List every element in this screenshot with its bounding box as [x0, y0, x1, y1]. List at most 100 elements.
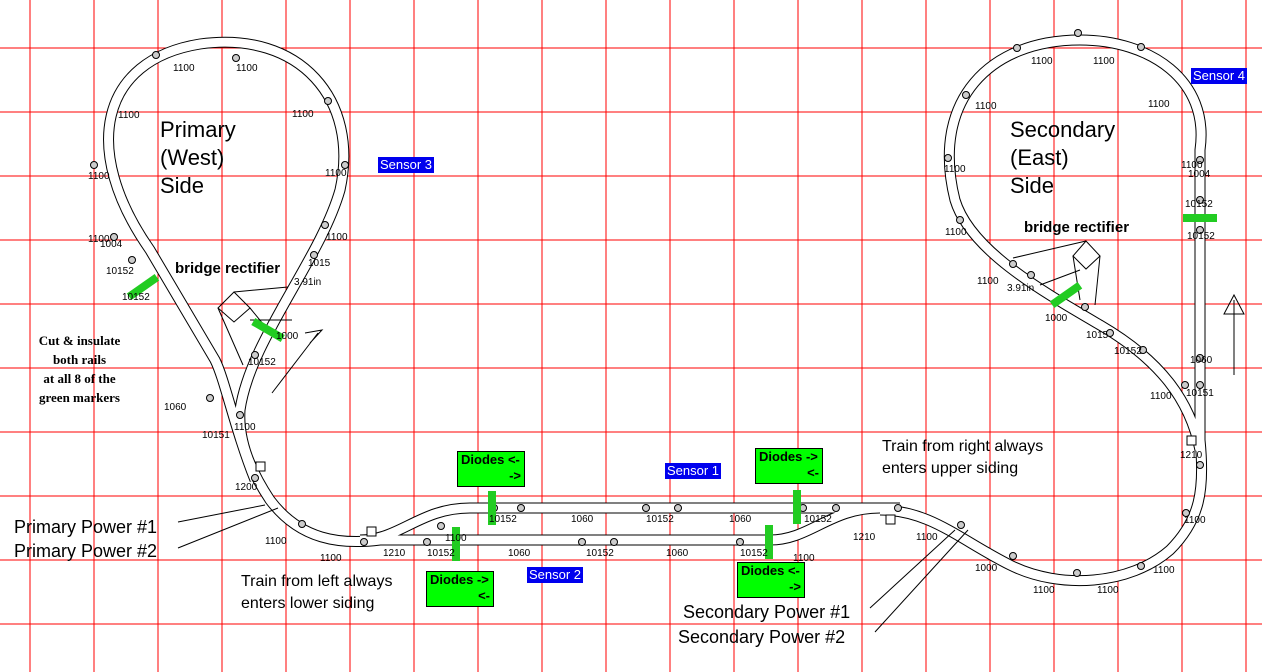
primary-side-title: Primary (West) Side	[160, 116, 236, 200]
track-piece-label: 1004	[1188, 169, 1211, 180]
track-piece-label: 10151	[1186, 388, 1214, 399]
track-piece-label: 1000	[975, 563, 998, 574]
track-joint-dot	[957, 521, 965, 529]
track-joint-dot	[90, 161, 98, 169]
track-piece-label: 1100	[945, 227, 967, 238]
track-piece-label: 3.91in	[1007, 283, 1035, 294]
track-joint-dot	[423, 538, 431, 546]
title-line: Secondary	[1010, 117, 1116, 142]
track-piece-label: 1100	[1093, 56, 1115, 67]
note-line: enters upper siding	[882, 460, 1019, 477]
track-piece-label: 1100	[292, 109, 314, 120]
insulation-marker	[126, 273, 160, 301]
track-piece-label: 1060	[729, 514, 752, 525]
track-piece-label: 1100	[793, 553, 815, 564]
diodes-box: Diodes -><-	[426, 571, 494, 607]
track-piece-label: 1015	[308, 258, 331, 269]
track-piece-label: 10152	[122, 292, 150, 303]
track-joint-dot	[610, 538, 618, 546]
track-piece-label: 10152	[248, 357, 276, 368]
track-joint-dot	[298, 520, 306, 528]
track-joint-dot	[1009, 552, 1017, 560]
track-piece-label: 1060	[164, 402, 187, 413]
track-piece-label: 10152	[106, 266, 134, 277]
track-piece-label: 1100	[326, 232, 348, 243]
track-piece-label: 1000	[276, 331, 299, 342]
track-piece-label: 1100	[320, 553, 342, 564]
track-joint-dot	[360, 538, 368, 546]
track-piece-label: 10151	[202, 430, 230, 441]
bridge-rectifier-east	[1012, 240, 1245, 375]
track-piece-label: 1200	[235, 482, 258, 493]
track-joint-dot	[1196, 156, 1204, 164]
track-piece-label: 1004	[100, 239, 123, 250]
track-piece-label: 10152	[1114, 346, 1142, 357]
track-joints	[90, 29, 1204, 577]
insulation-marker	[1183, 214, 1217, 222]
track-piece-label: 10152	[1187, 231, 1215, 242]
note-line: Train from left always	[241, 573, 393, 590]
diodes-box: Diodes <-->	[737, 562, 805, 598]
secondary-power-1-label: Secondary Power #1	[683, 602, 851, 622]
track-joint-dot	[1196, 196, 1204, 204]
track-piece-label: 1100	[1181, 160, 1203, 171]
diodes-line: Diodes <-	[741, 563, 800, 578]
power-leads	[177, 504, 969, 633]
track-piece-label: 1060	[666, 548, 689, 559]
track-joint-dot	[944, 154, 952, 162]
diodes-line: Diodes ->	[430, 572, 489, 587]
track-joint-dot	[1181, 381, 1189, 389]
track-piece-label: 1100	[88, 234, 110, 245]
track-joint-dot	[674, 504, 682, 512]
track-piece-label: 10152	[489, 514, 517, 525]
track-joint-dot	[1027, 271, 1035, 279]
track-piece-label: 3.91in	[294, 277, 322, 288]
track-piece-label: 1060	[571, 514, 594, 525]
track-piece-label: 1100	[1031, 56, 1053, 67]
title-line: (East)	[1010, 145, 1069, 170]
track-piece-label: 1100	[234, 422, 256, 433]
track-joint-dot	[437, 522, 445, 530]
green-insulation-markers	[126, 214, 1217, 561]
track-piece-label: 1100	[265, 536, 287, 547]
track-joint-dot	[1137, 562, 1145, 570]
primary-power-1-label: Primary Power #1	[14, 517, 158, 537]
diodes-line: Diodes ->	[759, 449, 818, 464]
track-piece-label: 1100	[1033, 585, 1055, 596]
diodes-box: Diodes -><-	[755, 448, 823, 484]
track-piece-label: 1100	[236, 63, 258, 74]
track-piece-label: 10152	[804, 514, 832, 525]
track-piece-label: 1100	[1150, 391, 1172, 402]
sensor-3-label: Sensor 3	[378, 157, 435, 173]
track-joint-dot	[1196, 226, 1204, 234]
track-joint-dot	[1081, 303, 1089, 311]
track-joint-dot	[1182, 509, 1190, 517]
secondary-power-2-label: Secondary Power #2	[678, 627, 846, 647]
track-piece-label: 10152	[740, 548, 768, 559]
track-joint-dot	[236, 411, 244, 419]
bridge-rectifier-label-east: bridge rectifier	[1024, 219, 1130, 236]
track-piece-label: 1210	[1180, 450, 1203, 461]
track-piece-label: 1015	[1086, 330, 1109, 341]
track-joint-dot	[206, 394, 214, 402]
note-line: enters lower siding	[241, 595, 375, 612]
track-piece-label: 1100	[977, 276, 999, 287]
track-piece-label: 1100	[1148, 99, 1170, 110]
track-joint-dot	[832, 504, 840, 512]
primary-power-2-label: Primary Power #2	[14, 541, 158, 561]
track-joint-dot	[962, 91, 970, 99]
insulation-marker	[251, 318, 285, 342]
track-joint-dot	[321, 221, 329, 229]
track-joint-dot	[578, 538, 586, 546]
turnout-boxes	[255, 435, 1197, 537]
track-piece-label: 1100	[173, 63, 195, 74]
insulation-marker	[793, 490, 801, 524]
track-piece-label: 1100	[944, 164, 966, 175]
track-joint-dot	[251, 474, 259, 482]
track-joint-dot	[517, 504, 525, 512]
sensor-2-label: Sensor 2	[527, 567, 584, 583]
track-piece-label: 1100	[975, 101, 997, 112]
